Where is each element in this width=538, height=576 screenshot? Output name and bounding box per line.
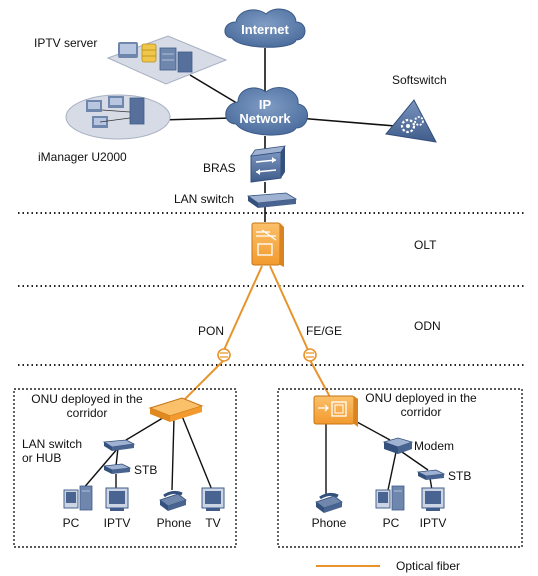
olt-layer-label: OLT	[414, 238, 437, 252]
right-device-iptv-label: IPTV	[419, 516, 447, 530]
left-phone-icon	[159, 490, 187, 511]
ip-network-label-line2: Network	[239, 111, 291, 126]
olt-icon	[251, 222, 284, 267]
ip-network-cloud	[225, 87, 308, 136]
left-pc-icon	[63, 485, 93, 511]
left-device-phone-label: Phone	[156, 516, 192, 530]
pon-splitter-icon	[217, 348, 231, 362]
right-box-links	[325, 415, 433, 496]
legend-optical-fiber-label: Optical fiber	[396, 559, 461, 573]
right-modem-icon	[382, 437, 414, 454]
right-device-phone-label: Phone	[311, 516, 347, 530]
imanager-icon	[65, 94, 171, 140]
internet-cloud	[224, 8, 306, 48]
bras-icon	[250, 145, 286, 183]
right-modem-label: Modem	[414, 439, 455, 453]
left-hub-icon	[102, 439, 136, 451]
iptv-server-label: IPTV server	[34, 36, 98, 50]
fe-ge-label: FE/GE	[306, 324, 343, 338]
lan-switch-label: LAN switch	[174, 192, 235, 206]
right-onu-box	[277, 388, 523, 548]
fiber-links	[179, 265, 331, 405]
right-iptv-icon	[421, 487, 445, 511]
right-device-pc-label: PC	[382, 516, 400, 530]
left-box-links	[81, 415, 213, 491]
pon-label: PON	[198, 324, 225, 338]
imanager-label: iManager U2000	[38, 150, 127, 164]
core-links	[159, 48, 396, 222]
fege-splitter-icon	[303, 348, 317, 362]
layer-separators	[18, 212, 525, 366]
iptv-server-icon	[106, 35, 228, 85]
right-phone-icon	[315, 492, 343, 513]
left-device-tv-label: TV	[205, 516, 221, 530]
right-box-title-line1: ONU deployed in the	[365, 391, 477, 405]
softswitch-icon	[385, 99, 437, 143]
odn-layer-label: ODN	[414, 319, 441, 333]
left-onu-box	[13, 388, 237, 548]
right-box-title-line2: corridor	[400, 405, 442, 419]
left-box-title-line1: ONU deployed in the	[31, 392, 143, 406]
left-box-title-line2: corridor	[66, 406, 108, 420]
left-hub-label-line2: or HUB	[22, 451, 62, 465]
right-stb-label: STB	[448, 469, 472, 483]
left-stb-icon	[102, 463, 132, 474]
right-onu-icon	[313, 395, 358, 427]
left-stb-label: STB	[134, 463, 158, 477]
left-iptv-icon	[105, 487, 129, 511]
left-hub-label-line1: LAN switch	[22, 437, 83, 451]
left-device-iptv-label: IPTV	[103, 516, 131, 530]
right-pc-icon	[375, 485, 405, 511]
ip-network-label-line1: IP	[258, 97, 272, 112]
right-stb-icon	[416, 469, 446, 480]
bras-label: BRAS	[203, 161, 236, 175]
lan-switch-icon	[246, 192, 298, 208]
left-onu-icon	[148, 397, 204, 422]
left-device-pc-label: PC	[62, 516, 80, 530]
left-tv-icon	[201, 487, 225, 511]
softswitch-label: Softswitch	[392, 73, 447, 87]
internet-label: Internet	[241, 22, 289, 37]
